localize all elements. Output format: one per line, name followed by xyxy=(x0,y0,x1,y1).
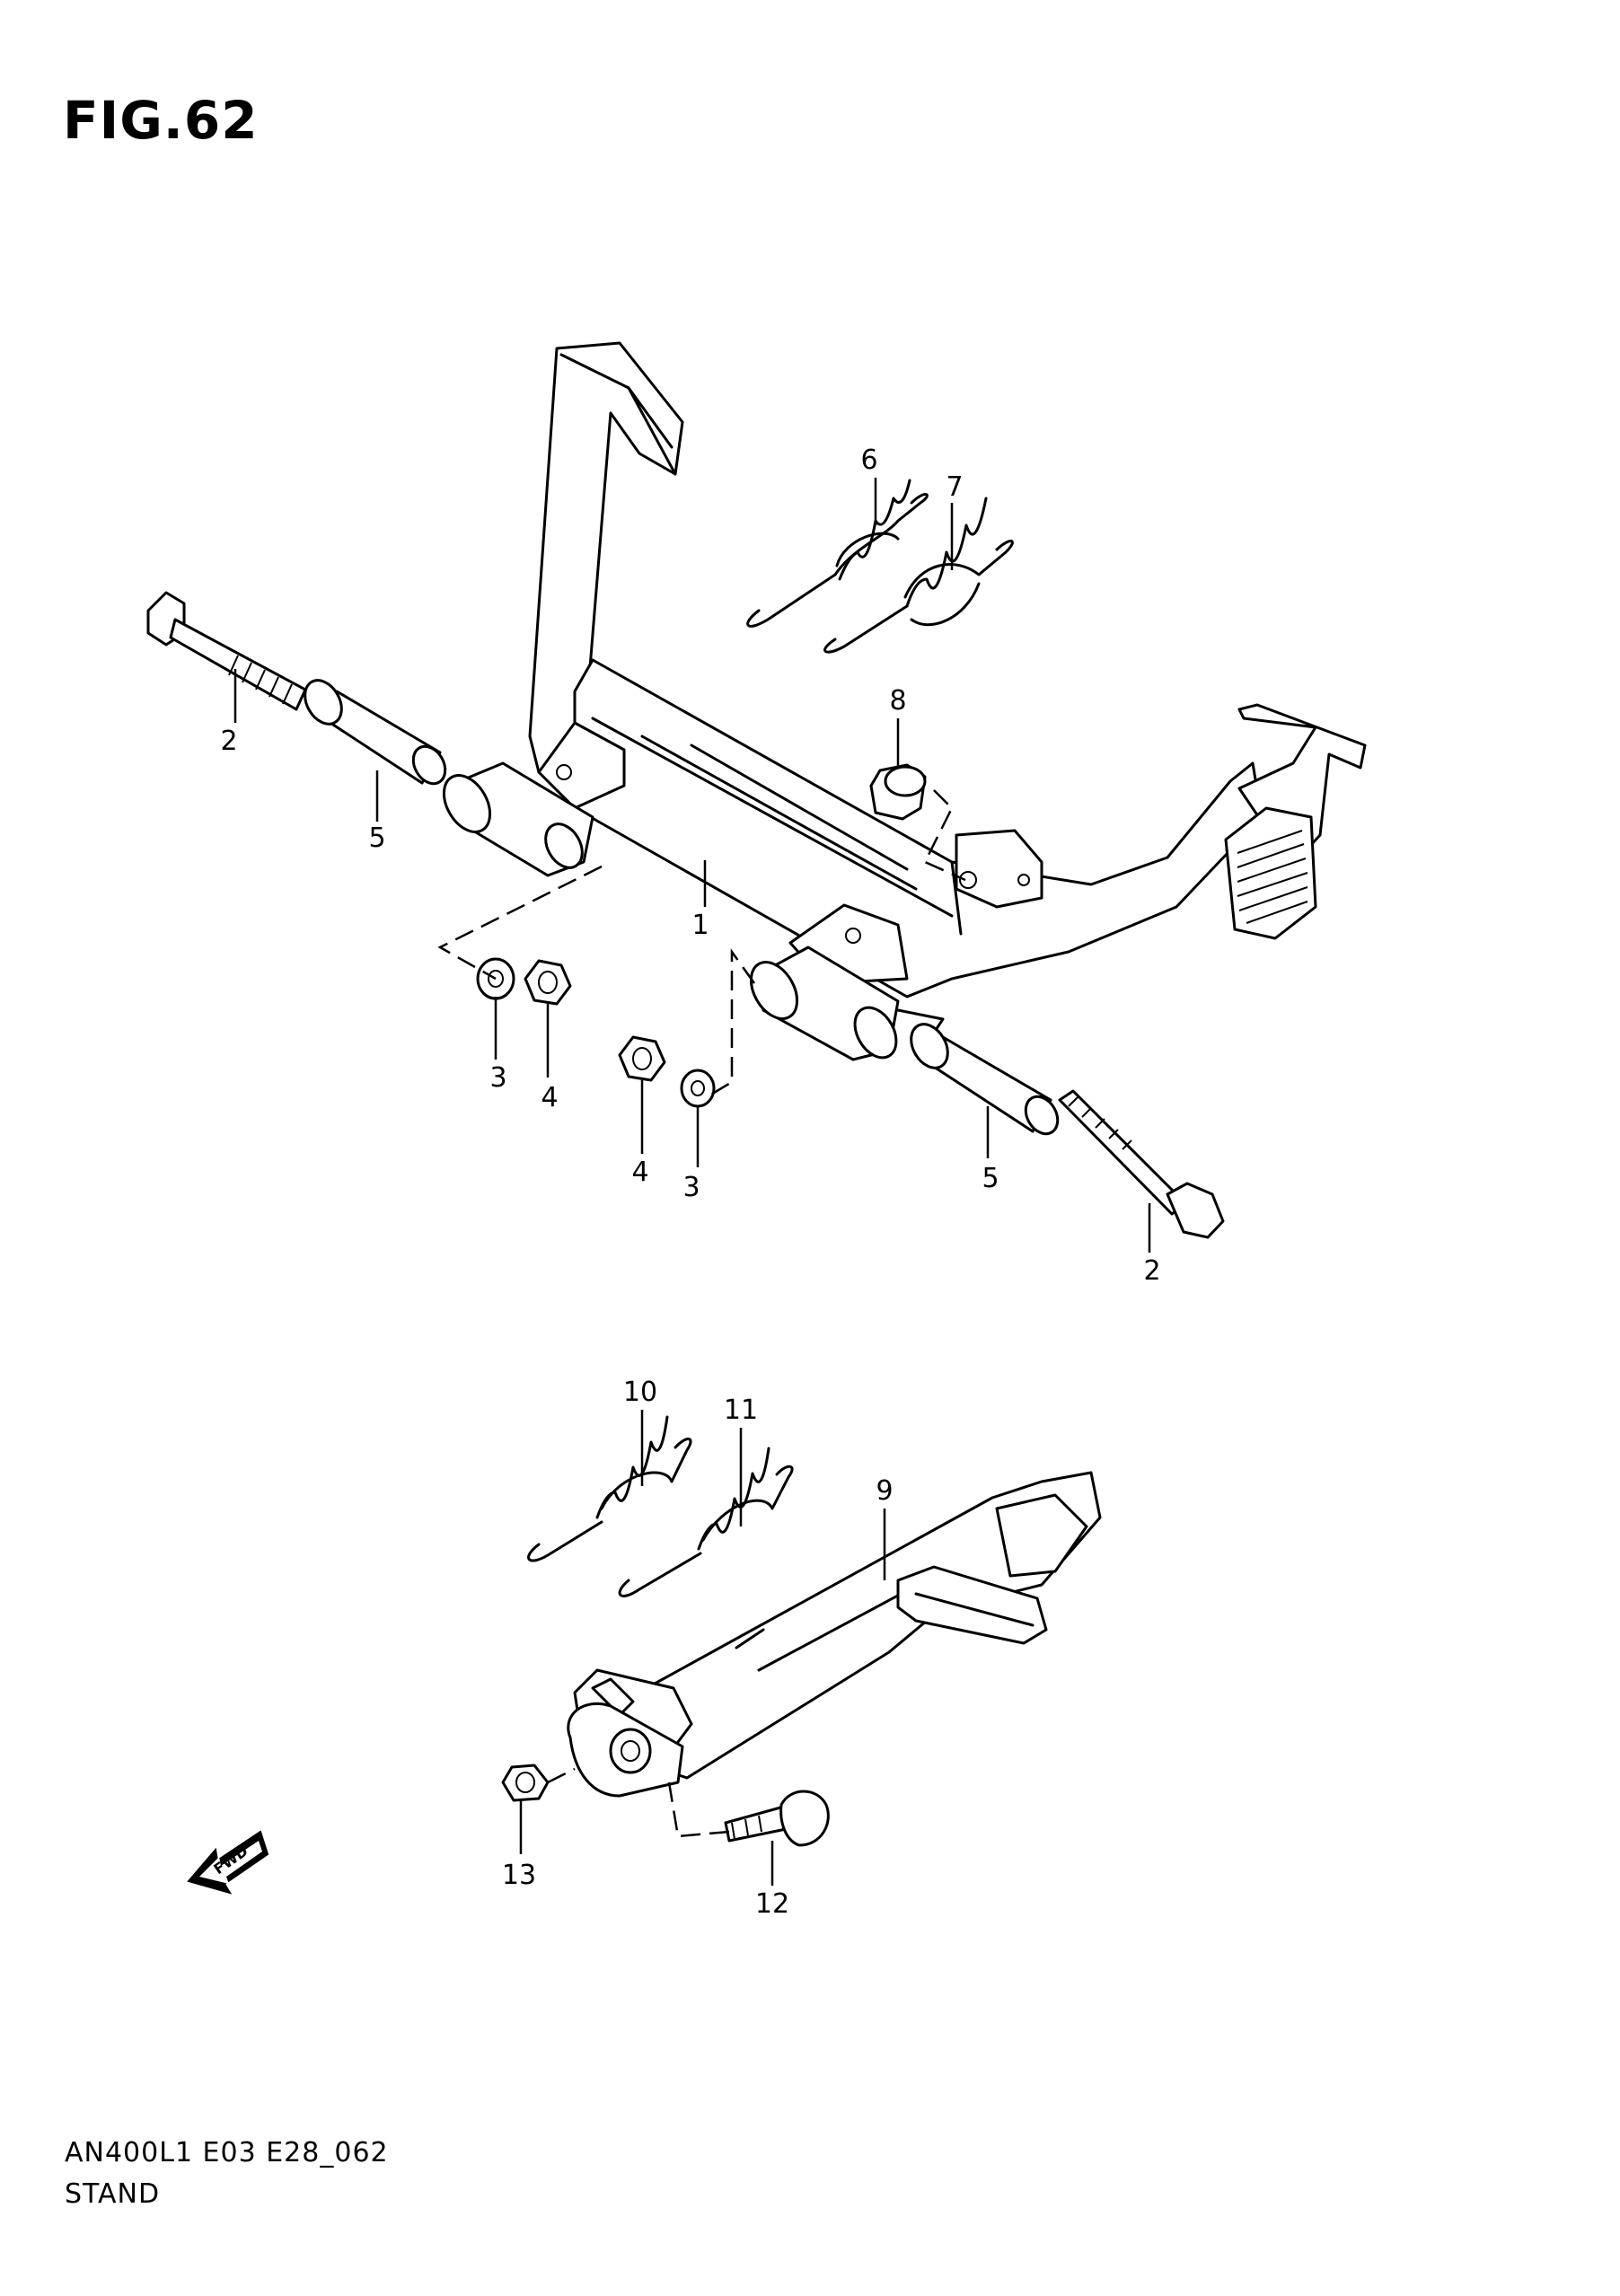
callout-4-middle: 4 xyxy=(631,1157,648,1188)
callout-1: 1 xyxy=(691,910,709,941)
callout-3-middle: 3 xyxy=(682,1172,700,1203)
collar-right xyxy=(910,1023,1060,1136)
callout-11: 11 xyxy=(724,1394,758,1426)
callout-5-left: 5 xyxy=(368,823,385,854)
callout-2-left: 2 xyxy=(220,726,237,757)
washer-middle xyxy=(680,1069,716,1108)
side-stand-nut xyxy=(501,1764,550,1802)
figure-title: FIG.62 xyxy=(63,90,259,151)
nut-left xyxy=(524,959,572,1006)
assembly-line-right xyxy=(709,948,756,1097)
spring-6 xyxy=(746,479,929,628)
nut-middle xyxy=(618,1035,666,1082)
center-stand xyxy=(442,341,1367,1061)
callout-10: 10 xyxy=(623,1377,657,1408)
assembly-line-sidestand-bolt xyxy=(667,1781,730,1838)
side-stand-bolt xyxy=(724,1790,830,1847)
leader-lines xyxy=(233,478,1151,1886)
callout-3-left: 3 xyxy=(489,1062,506,1094)
spring-7 xyxy=(823,497,1014,654)
callout-4-left: 4 xyxy=(541,1082,558,1113)
callout-9: 9 xyxy=(876,1475,893,1507)
figure-caption: STAND xyxy=(65,2178,161,2210)
pivot-bolt-left xyxy=(146,591,307,711)
stopper-rubber xyxy=(869,763,927,821)
callout-6: 6 xyxy=(860,444,877,476)
callout-5-right: 5 xyxy=(982,1163,999,1194)
figure-code: AN400L1 E03 E28_062 xyxy=(65,2137,389,2168)
pivot-bolt-right xyxy=(1058,1089,1225,1239)
side-stand xyxy=(567,1471,1102,1798)
spring-10 xyxy=(527,1415,692,1562)
spring-11 xyxy=(618,1447,794,1597)
collar-left xyxy=(304,679,447,786)
fwd-arrow-icon: FWD xyxy=(187,1830,269,1895)
callout-8: 8 xyxy=(889,685,906,717)
assembly-line-spring xyxy=(923,789,966,882)
callout-12: 12 xyxy=(755,1888,789,1920)
assembly-line-sidestand-nut xyxy=(547,1767,576,1784)
callout-13: 13 xyxy=(502,1860,536,1891)
assembly-line-left xyxy=(437,865,603,981)
callout-7: 7 xyxy=(946,471,963,503)
callout-2-right: 2 xyxy=(1143,1255,1160,1287)
